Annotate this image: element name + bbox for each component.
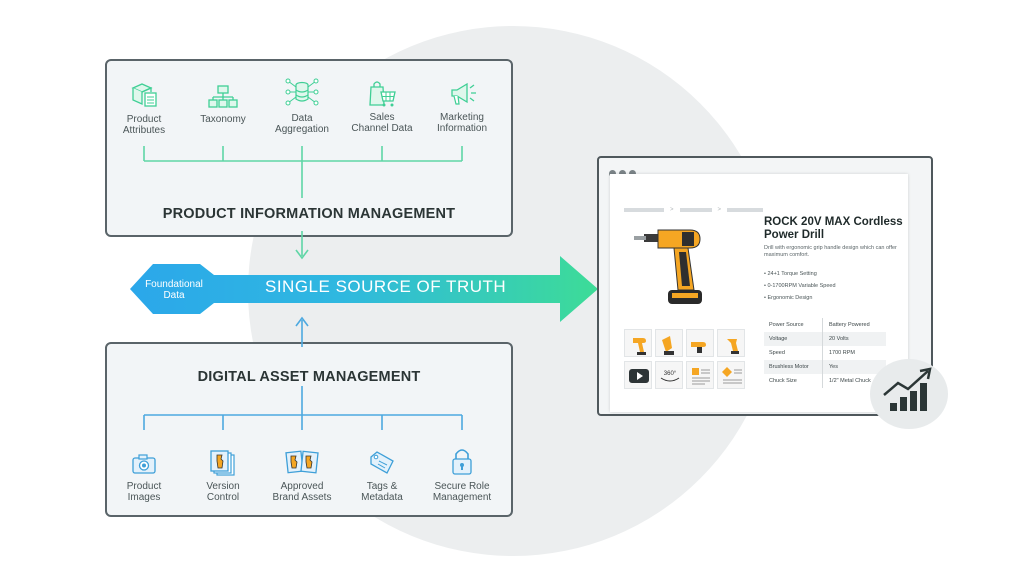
breadcrumb: >>	[624, 201, 769, 219]
item-label: Version Control	[206, 481, 240, 503]
dam-title: DIGITAL ASSET MANAGEMENT	[197, 369, 421, 385]
camera-icon	[132, 454, 156, 474]
product-title: ROCK 20V MAX Cordless Power Drill	[764, 216, 903, 241]
item-label: Product Images	[126, 481, 162, 503]
window-dot	[629, 170, 636, 177]
item-label: Sales Channel Data	[351, 112, 413, 134]
product-page: >>	[610, 174, 908, 412]
item-label: Marketing Information	[436, 112, 488, 134]
feature-item: • 0-1700RPM Variable Speed	[764, 283, 836, 289]
pim-item-taxonomy: Taxonomy	[181, 84, 265, 125]
approved-images-icon	[285, 450, 319, 474]
360-label: 360°	[664, 371, 677, 377]
pim-item-marketing-information: Marketing Information	[420, 79, 504, 134]
feature-list: • 24+1 Torque Setting • 0-1700RPM Variab…	[764, 271, 836, 307]
item-label: Product Attributes	[122, 114, 166, 136]
stacked-images-icon	[210, 450, 235, 476]
dam-item-secure-role-management: Secure Role Management	[420, 445, 504, 503]
product-thumbnail[interactable]	[655, 329, 683, 357]
tag-icon	[370, 451, 394, 474]
item-label: Tags & Metadata	[361, 481, 403, 503]
pim-panel: PRODUCT INFORMATION MANAGEMENT	[105, 59, 513, 237]
item-label: Data Aggregation	[275, 113, 329, 135]
product-thumbnail[interactable]	[624, 329, 652, 357]
single-source-title: SINGLE SOURCE OF TRUTH	[265, 277, 507, 296]
megaphone-icon	[451, 82, 476, 105]
dam-panel: DIGITAL ASSET MANAGEMENT	[105, 342, 513, 517]
pim-item-product-attributes: Product Attributes	[102, 78, 186, 136]
hierarchy-icon	[208, 85, 238, 108]
pim-item-data-aggregation: Data Aggregation	[260, 75, 344, 135]
dam-item-version-control: Version Control	[181, 449, 265, 503]
foundational-data-label: Foundational Data	[145, 279, 203, 301]
dam-item-product-images: Product Images	[102, 451, 186, 503]
pim-title: PRODUCT INFORMATION MANAGEMENT	[162, 206, 456, 222]
product-thumbnail[interactable]	[686, 329, 714, 357]
360-view-thumbnail[interactable]: 360°	[655, 361, 683, 389]
item-label: Secure Role Management	[432, 481, 492, 503]
dam-item-tags-metadata: Tags & Metadata	[340, 449, 424, 503]
product-main-image	[624, 212, 746, 326]
product-thumbnail[interactable]	[717, 329, 745, 357]
item-label: Approved Brand Assets	[272, 481, 332, 503]
box-checklist-icon	[131, 83, 157, 107]
shopping-bag-cart-icon	[369, 81, 396, 107]
safety-doc-thumbnail[interactable]	[717, 361, 745, 389]
window-dot	[619, 170, 626, 177]
product-description: Drill with ergonomic grip handle design …	[764, 245, 897, 258]
dam-item-approved-brand-assets: Approved Brand Assets	[260, 449, 344, 503]
feature-item: • Ergonomic Design	[764, 295, 813, 301]
product-page-window: >>	[597, 156, 933, 416]
video-thumbnail[interactable]	[624, 361, 652, 389]
padlock-icon	[452, 449, 472, 475]
window-dot	[609, 170, 616, 177]
pim-item-sales-channel-data: Sales Channel Data	[340, 78, 424, 134]
growth-badge	[870, 359, 948, 429]
item-label: Taxonomy	[200, 114, 246, 125]
window-controls	[609, 164, 639, 182]
database-network-icon	[285, 78, 319, 106]
growth-chart-icon	[883, 367, 932, 411]
document-thumbnail[interactable]	[686, 361, 714, 389]
feature-item: • 24+1 Torque Setting	[764, 271, 817, 277]
drill-image	[634, 229, 702, 304]
